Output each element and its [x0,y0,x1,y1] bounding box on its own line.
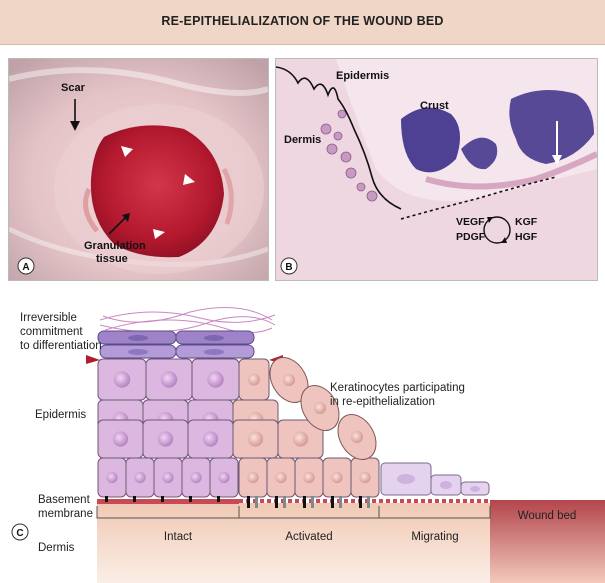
granulation-arrow [108,215,128,235]
zone-intact: Intact [164,531,193,543]
anchor-post [133,496,136,502]
crust [401,107,460,173]
anchor-post [311,496,314,508]
factor-pdgf: PDGF [456,231,486,243]
cell-nucleus [113,371,131,388]
panel-b-badge [280,257,298,275]
anchor-post [255,496,258,508]
cell-nucleus [292,431,309,447]
dermis-glands [320,109,378,202]
crust-label: Crust [420,100,449,112]
cell-nucleus [162,471,174,484]
zone-migrating: Migrating [411,531,458,543]
cell-nucleus [106,471,118,484]
basement-membrane-intact [97,499,239,504]
basement-label-line2: membrane [38,508,93,520]
keratinocytes-label-line2: in re-epithelialization [330,396,435,408]
epidermis-label: Epidermis [35,409,86,421]
keratin-fibers [99,307,276,334]
white-arrowhead [121,146,133,157]
cell-nucleus [134,471,146,484]
title-bar: RE-EPITHELIALIZATION OF THE WOUND BED [0,0,605,45]
panel-b-badge-text: B [285,262,292,273]
panel-b-histology: Epidermis Dermis Crust VEGF PDGF KGF HGF… [275,58,598,281]
anchor-post [217,496,220,502]
cell-nucleus [275,471,287,484]
panel-a-badge [17,257,35,275]
anchor-post [105,496,108,502]
dermis-label: Dermis [284,134,321,146]
basement-label-line1: Basement [38,494,91,506]
panel-c-badge [11,523,29,541]
cell-nucleus [157,431,174,447]
keratinocytes-label-line1: Keratinocytes participating [330,382,465,394]
factor-vegf: VEGF [456,216,485,228]
hemidesmosomes [105,496,370,508]
cell-nucleus [331,471,343,484]
zone-brackets [96,506,491,519]
panel-c-badge-text: C [16,528,23,539]
cell-nucleus [218,471,230,484]
leaping-keratinocytes [269,357,377,460]
cell-nucleus [207,371,224,388]
anchor-post [359,496,362,508]
cell-nucleus [202,431,219,447]
keratinocyte-cell-grid [97,358,380,498]
cell-nucleus [160,371,178,388]
commitment-label-line3: to differentiation [20,340,102,352]
white-arrowhead [183,174,195,185]
factor-hgf: HGF [515,231,538,243]
cell-nucleus [190,471,202,484]
anchor-post [247,496,250,508]
figure-title: RE-EPITHELIALIZATION OF THE WOUND BED [161,14,444,28]
anchor-post [275,496,278,508]
wound-bed-label: Wound bed [518,510,577,522]
anchor-post [189,496,192,502]
migrating-cells [380,462,490,496]
cell-nucleus [247,471,259,484]
cell-nucleus [359,471,371,484]
zone-activated: Activated [285,531,332,543]
cycle-arrows [483,216,511,244]
anchor-post [283,496,286,508]
wound-photo: Scar Granulation tissue A [9,59,268,280]
cell-nucleus [112,431,129,447]
anchor-post [367,496,370,508]
histology-image: Epidermis Dermis Crust VEGF PDGF KGF HGF… [276,59,597,280]
panel-a-wound-photo: Scar Granulation tissue A [8,58,269,281]
dermis-label: Dermis [38,542,75,554]
factor-kgf: KGF [515,216,538,228]
wound-bed-region [490,500,605,583]
anchor-post [331,496,334,508]
epidermis-label: Epidermis [336,70,389,82]
cell-nucleus [248,373,260,386]
panel-c-schematic: Intact Activated Migrating Wound bed Irr… [11,307,605,583]
epidermis-boundary [276,66,402,210]
differentiated-cells [97,330,255,359]
anchor-post [303,496,306,508]
white-arrowhead [153,229,165,239]
panel-a-badge-text: A [22,262,29,273]
granulation-label-line2: tissue [96,253,128,265]
anchor-post [339,496,342,508]
commitment-label-line2: commitment [20,326,83,338]
anchor-post [161,496,164,502]
scar-label: Scar [61,82,86,94]
granulation-label-line1: Granulation [84,240,146,252]
cell-nucleus [303,471,315,484]
dermis-region [97,503,490,583]
granulation-wound [90,125,224,258]
commitment-label-line1: Irreversible [20,312,77,324]
commitment-marker [86,355,100,364]
cell-nucleus [247,431,264,447]
